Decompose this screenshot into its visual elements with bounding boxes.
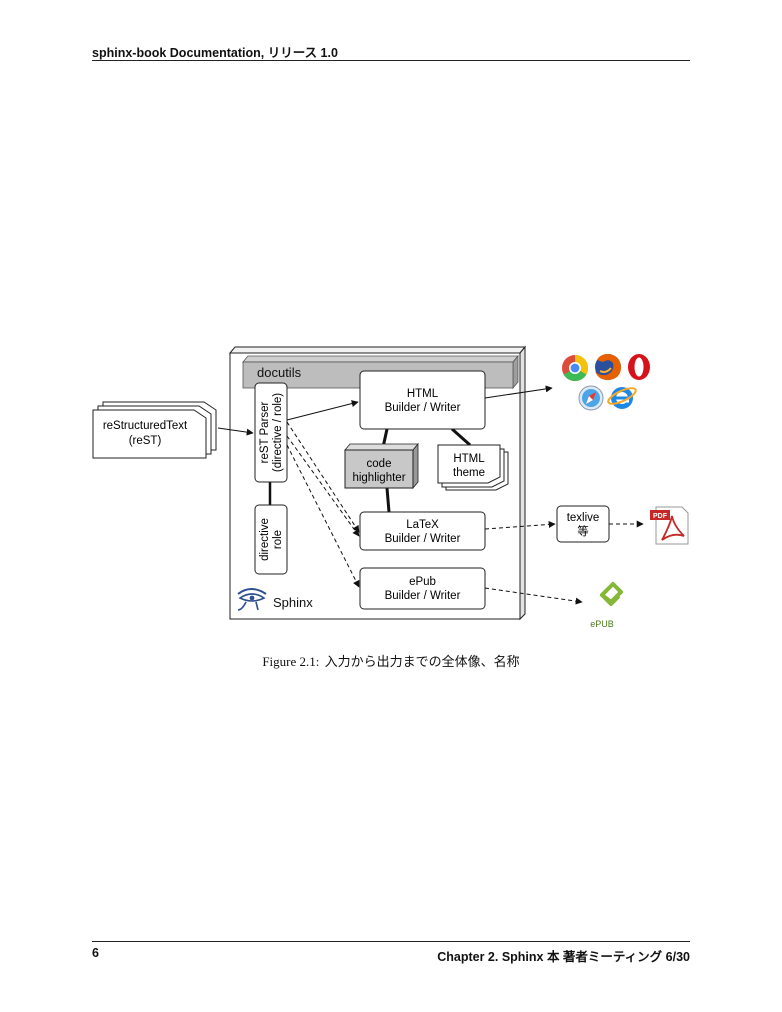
rest-label-line2: (reST) xyxy=(129,435,162,447)
epub-icon: ePUB xyxy=(590,582,623,629)
safari-icon xyxy=(578,385,604,411)
rest-to-parser-arrow xyxy=(217,427,254,436)
figure-caption: Figure 2.1: 入力から出力までの全体像、名称 xyxy=(0,651,782,670)
html-builder-box: HTML Builder / Writer xyxy=(359,370,486,430)
sphinx-architecture-diagram: docutils reStructuredText (reST) reST Pa… xyxy=(92,345,689,629)
pdf-icon: PDF xyxy=(650,506,689,545)
latex-builder-line1: LaTeX xyxy=(406,519,439,531)
internet-explorer-icon xyxy=(607,387,637,409)
running-title: sphinx-book Documentation, リリース 1.0 xyxy=(92,46,338,60)
epub-builder-line1: ePub xyxy=(409,576,436,588)
html-builder-line2: Builder / Writer xyxy=(385,402,461,414)
footer-chapter-title: Chapter 2. Sphinx 本 著者ミーティング 6/30 xyxy=(437,950,690,964)
architecture-figure: docutils reStructuredText (reST) reST Pa… xyxy=(90,340,695,640)
epub-to-reader-arrow xyxy=(484,587,583,605)
html-builder-line1: HTML xyxy=(407,388,439,400)
page-number: 6 xyxy=(92,946,99,960)
footer-rule xyxy=(92,941,690,942)
directive-label-line1: directive xyxy=(259,518,271,561)
docutils-label: docutils xyxy=(257,365,302,380)
latex-builder-box: LaTeX Builder / Writer xyxy=(359,511,486,551)
opera-icon xyxy=(628,354,650,380)
rest-source-documents: reStructuredText (reST) xyxy=(92,401,217,459)
code-highlighter-line2: highlighter xyxy=(352,472,405,484)
header-rule xyxy=(92,60,690,61)
html-theme-line1: HTML xyxy=(453,453,485,465)
sphinx-eye-icon xyxy=(237,588,267,611)
pdf-badge-label: PDF xyxy=(653,513,668,520)
page-header: sphinx-book Documentation, リリース 1.0 xyxy=(92,42,690,60)
rest-label-line1: reStructuredText xyxy=(103,420,188,432)
chrome-icon xyxy=(562,354,589,382)
sphinx-label: Sphinx xyxy=(273,595,313,610)
parser-label-line1: reST Parser xyxy=(259,401,271,463)
code-highlighter-line1: code xyxy=(367,458,392,470)
sphinx-logo: Sphinx xyxy=(237,588,313,611)
texlive-box: texlive 等 xyxy=(556,505,610,543)
caption-text: 入力から出力までの全体像、名称 xyxy=(324,654,520,669)
epub-builder-line2: Builder / Writer xyxy=(385,590,461,602)
html-theme-line2: theme xyxy=(453,467,485,479)
firefox-icon xyxy=(595,354,621,380)
code-highlighter-box: code highlighter xyxy=(344,442,419,490)
latex-builder-line2: Builder / Writer xyxy=(385,533,461,545)
directive-label-line2: role xyxy=(272,530,284,549)
epub-logo-label: ePUB xyxy=(590,619,614,629)
parser-to-epub-arrow xyxy=(286,444,360,588)
rest-parser-box: reST Parser (directive / role) xyxy=(254,382,288,483)
html-theme-box: HTML theme xyxy=(437,444,509,491)
caption-label: Figure 2.1: xyxy=(262,654,320,669)
parser-label-line2: (directive / role) xyxy=(272,393,284,472)
directive-role-box: directive role xyxy=(254,504,288,575)
epub-builder-box: ePub Builder / Writer xyxy=(359,567,486,610)
texlive-line1: texlive xyxy=(567,512,600,524)
texlive-line2: 等 xyxy=(577,524,589,538)
latex-to-texlive-arrow xyxy=(484,520,556,530)
code-latex-connector xyxy=(385,487,391,513)
html-to-browsers-arrow xyxy=(484,385,553,399)
parser-to-latex-arrow-1 xyxy=(286,421,360,533)
parser-to-html-arrow xyxy=(286,400,359,421)
html-theme-connector xyxy=(451,427,471,447)
